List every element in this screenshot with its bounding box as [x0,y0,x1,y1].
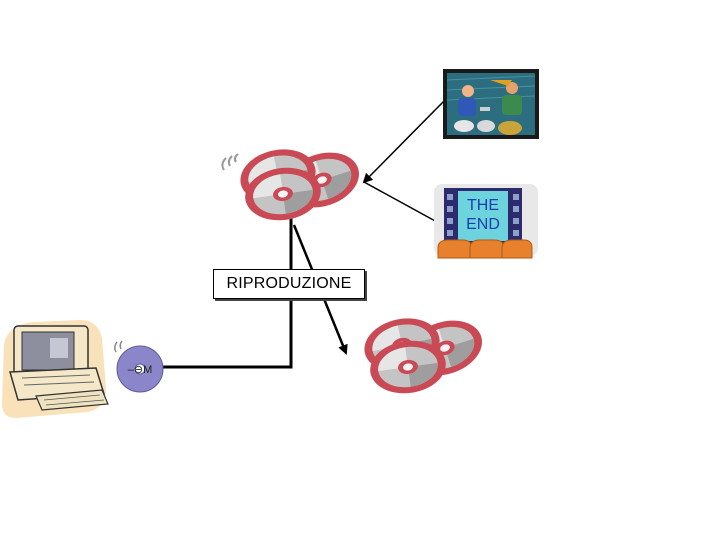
riproduzione-label: RIPRODUZIONE [213,269,365,299]
connectors [160,99,446,369]
disc-label-text: –⊖M [128,364,153,376]
disc-copies-icon [359,311,490,399]
labeled-disc-icon: –⊖M [113,340,164,393]
computer-to-disc-line [160,218,293,369]
computer-icon [2,320,109,418]
picture-to-disc-arrow [362,99,446,184]
end-sign-line1: THE [467,197,499,214]
the-end-film-icon: THE END [434,184,538,259]
film-to-disc-line [363,181,438,223]
end-sign-line2: END [466,216,500,233]
disc-stack-icon [221,142,367,226]
jazz-band-picture-icon [443,69,539,139]
